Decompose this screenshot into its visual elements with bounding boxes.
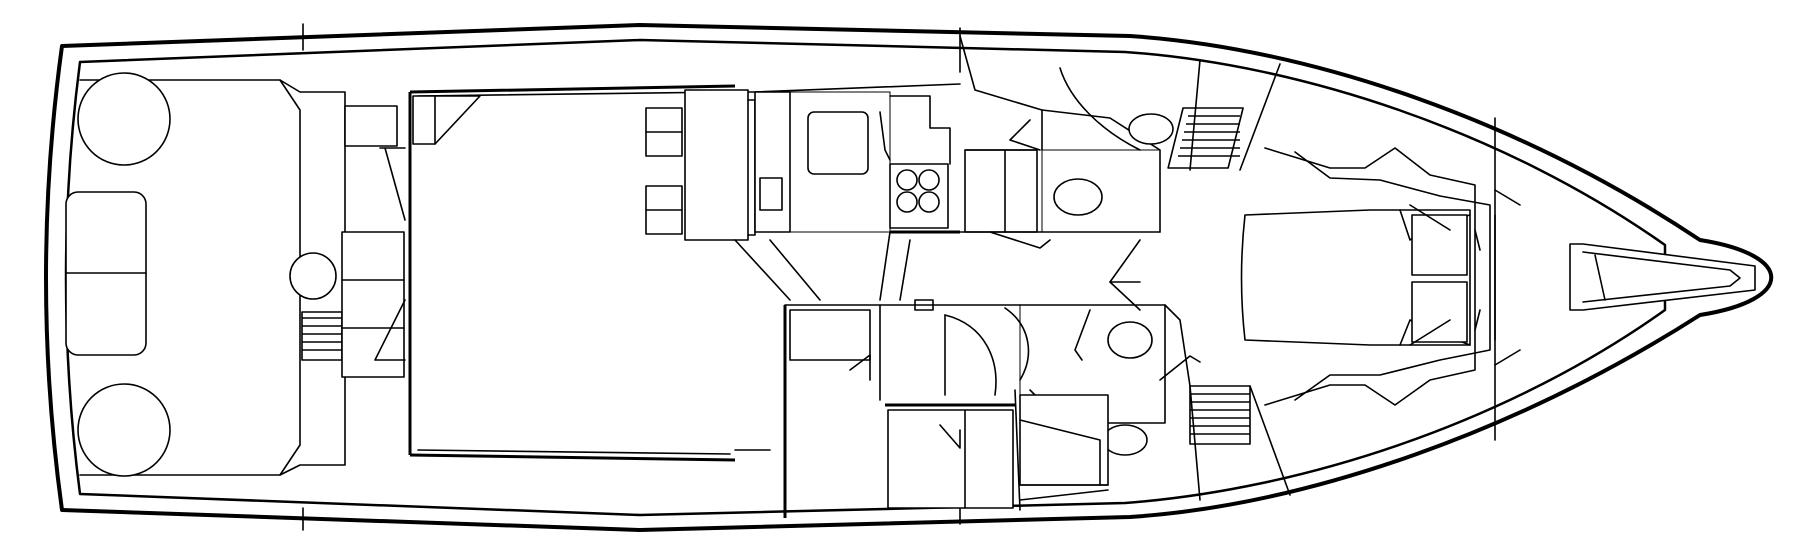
bunk-berth	[888, 410, 1013, 508]
bunk-stateroom	[885, 390, 1108, 510]
galley-sink	[760, 178, 782, 210]
stairs-port	[1168, 60, 1280, 170]
cockpit-locker-port	[345, 106, 397, 146]
dinette-table	[685, 90, 748, 240]
salon-cabinet	[413, 96, 435, 144]
head-sink-aft	[1103, 425, 1147, 455]
galley	[755, 84, 960, 232]
forward-head	[960, 36, 1173, 248]
cockpit-steps	[302, 312, 342, 360]
guest-stateroom	[785, 305, 1028, 518]
round-hatch-starboard	[78, 384, 170, 476]
dinette	[646, 90, 755, 240]
vanity-cabinet	[965, 150, 1037, 232]
stairs-starboard	[1190, 386, 1290, 500]
galley-range	[808, 112, 868, 174]
cockpit	[66, 73, 404, 476]
cockpit-bait-station	[342, 232, 404, 377]
fighting-chair-base	[290, 253, 336, 299]
galley-counter	[755, 92, 790, 232]
companionway	[735, 232, 1160, 310]
head-sink-forward	[1129, 114, 1173, 144]
salon	[375, 86, 770, 460]
toilet-forward	[1054, 179, 1102, 215]
master-stateroom	[1242, 148, 1496, 405]
hanging-locker	[1020, 395, 1108, 485]
round-hatch-port	[78, 73, 170, 165]
guest-berth	[790, 310, 870, 360]
forward-locker	[1495, 118, 1520, 440]
bow-pulpit	[1570, 244, 1755, 310]
v-berth-pillow-bottom	[1412, 282, 1467, 342]
v-berth-pillow-top	[1412, 215, 1467, 275]
toilet-aft	[1108, 322, 1152, 358]
